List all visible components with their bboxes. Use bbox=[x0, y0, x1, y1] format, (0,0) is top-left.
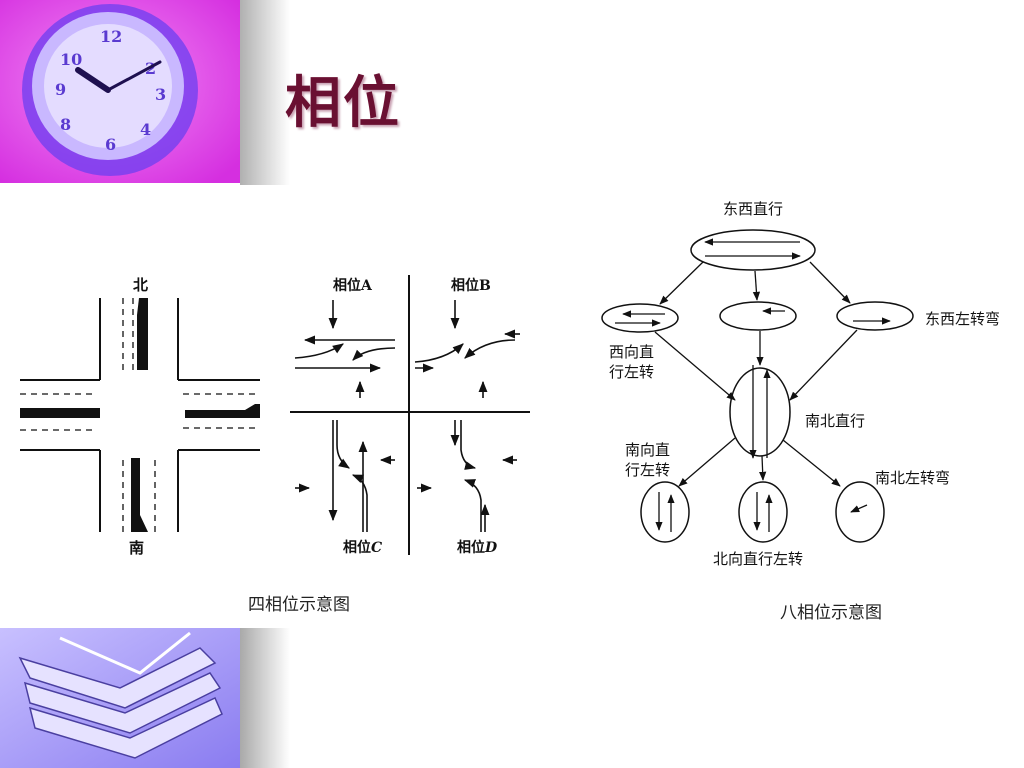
south-label: 南 bbox=[129, 539, 144, 557]
phase-a-label: 相位A bbox=[333, 277, 373, 294]
svg-text:9: 9 bbox=[55, 80, 66, 99]
west-through-left-label-1: 西向直 bbox=[609, 343, 654, 361]
south-through-left-label-2: 行左转 bbox=[625, 461, 670, 479]
svg-text:3: 3 bbox=[155, 85, 166, 104]
ew-through-node bbox=[690, 229, 816, 271]
four-phase-panels: 相位A 相位B 相位C 相位D bbox=[290, 275, 530, 556]
svg-text:6: 6 bbox=[105, 135, 116, 154]
clock-decoration: 1223 468 910 bbox=[0, 0, 290, 185]
svg-text:10: 10 bbox=[60, 50, 82, 69]
ew-through-label: 东西直行 bbox=[723, 200, 783, 218]
svg-text:12: 12 bbox=[100, 27, 122, 46]
ns-through-label: 南北直行 bbox=[805, 412, 865, 430]
four-phase-caption: 四相位示意图 bbox=[248, 595, 350, 615]
svg-text:4: 4 bbox=[140, 120, 151, 139]
ns-left-label: 南北左转弯 bbox=[875, 469, 950, 487]
svg-text:8: 8 bbox=[60, 115, 71, 134]
ns-left-node bbox=[835, 481, 885, 543]
south-through-left-label-1: 南向直 bbox=[625, 441, 670, 459]
ns-through-node bbox=[729, 367, 791, 457]
slide-title: 相位 bbox=[285, 71, 401, 136]
eight-phase-diagram: 东西直行 东西左转弯 西向直 行左转 南北直行 南向直 行左转 南北左转弯 北向… bbox=[601, 200, 1000, 568]
west-through-left-label-2: 行左转 bbox=[609, 363, 654, 381]
ew-left-label: 东西左转弯 bbox=[925, 310, 1000, 328]
books-decoration bbox=[0, 628, 290, 768]
north-label: 北 bbox=[133, 276, 148, 294]
four-phase-intersection: 北 南 bbox=[20, 276, 260, 557]
phase-b-label: 相位B bbox=[451, 277, 491, 294]
eight-phase-caption: 八相位示意图 bbox=[780, 603, 882, 623]
west-through-left-node bbox=[601, 303, 679, 333]
center-left-node bbox=[719, 301, 797, 331]
south-through-left-node bbox=[640, 481, 690, 543]
north-through-left-node bbox=[738, 481, 788, 543]
north-through-left-label: 北向直行左转 bbox=[713, 550, 803, 568]
ew-left-node bbox=[836, 301, 914, 331]
phase-c-label: 相位C bbox=[343, 539, 382, 556]
phase-d-label: 相位D bbox=[457, 539, 498, 556]
